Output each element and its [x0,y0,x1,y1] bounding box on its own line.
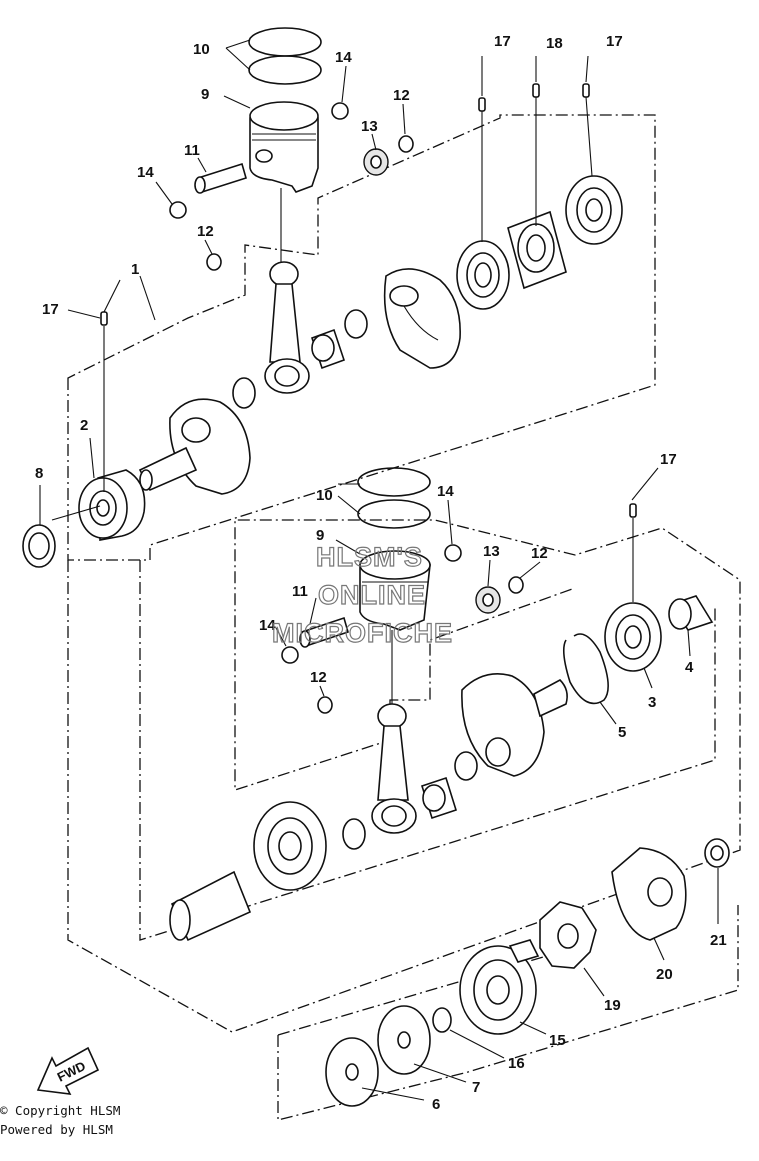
callout-14-lower-left: 14 [259,617,276,634]
callout-8: 8 [35,465,43,482]
callout-14-upper-right: 14 [335,49,352,66]
callout-21: 21 [710,932,727,949]
callout-15: 15 [549,1032,566,1049]
upper-assembly-boundary [67,114,656,561]
watermark-line-3: MICROFICHE [272,618,453,648]
crank-bushing-upper [310,328,346,370]
callout-12-upper-right: 12 [393,87,410,104]
watermark-line-1: HLSM'S [316,542,423,572]
washer-lower-b [317,696,333,714]
crank-web-upper-left [138,398,251,495]
bearing-upper-right [565,175,623,245]
seal-ring-upper-left [232,377,256,409]
crank-web-lower-right [461,673,568,777]
watermark: HLSM'S ONLINE MICROFICHE [271,541,453,648]
forward-arrow-icon: FWD [36,1046,100,1095]
callout-16: 16 [508,1055,525,1072]
bearing-lower-left [253,801,327,891]
piston-rings-upper [248,27,322,85]
callout-11-upper: 11 [184,142,200,159]
callout-9-lower: 9 [316,527,324,544]
piston-rings-lower [357,467,431,529]
crank-bushing-lower [421,776,457,820]
callout-17-left: 17 [42,301,59,318]
main-bearing-2 [78,469,146,541]
bearing-upper-mid [456,240,510,310]
connecting-rod-lower [371,630,417,834]
callout-2: 2 [80,417,88,434]
callout-1: 1 [131,261,139,278]
piston-lower [359,550,431,631]
callout-14-upper-left: 14 [137,164,154,181]
copyright-text: © Copyright HLSM [0,1103,121,1118]
callout-labels: 10 9 14 12 13 11 14 12 1 17 17 18 17 2 8… [35,33,727,1113]
callout-14-lower-right: 14 [437,483,454,500]
lower-assembly-boundary [67,519,741,1033]
crank-shaft-end [169,870,252,942]
washer-upper-b [206,253,222,271]
needle-bearing-upper [363,148,389,176]
seal-ring-lower-left [342,818,366,850]
powered-by-text: Powered by HLSM [0,1122,113,1137]
clip-upper-right [331,102,349,120]
impeller-group-boundary [277,905,739,1121]
callout-11-lower: 11 [292,583,308,600]
callout-12-upper-left: 12 [197,223,214,240]
seal-ring-upper-right [344,309,368,339]
callout-20: 20 [656,966,673,983]
crank-web-upper-right [383,268,461,369]
needle-bearing-lower [475,586,501,614]
connecting-rod-upper [264,188,310,394]
callout-6: 6 [432,1096,440,1113]
plate-7 [377,1005,431,1075]
o-ring-16 [432,1007,452,1033]
washer-upper-a [398,135,414,153]
callout-13-upper: 13 [361,118,378,135]
clip-upper-left [169,201,187,219]
callout-17-top-a: 17 [494,33,511,50]
labyrinth-seal-upper [507,210,567,290]
clip-lower-left [281,646,299,664]
callout-10-upper: 10 [193,41,210,58]
callout-10-lower: 10 [316,487,333,504]
callout-18: 18 [546,35,563,52]
circlip-5 [562,633,609,705]
lower-inner-boundary [139,560,716,941]
callout-12-lower-left: 12 [310,669,327,686]
seal-ring-lower-right [454,751,478,781]
callout-7: 7 [472,1079,480,1096]
callout-13-lower: 13 [483,543,500,560]
oil-seal-8 [22,524,56,568]
callout-17-right: 17 [660,451,677,468]
piston-pin-lower [299,616,349,648]
coupling-15 [459,939,540,1035]
callout-3: 3 [648,694,656,711]
washer-21 [704,838,730,868]
collar-4 [668,595,714,631]
plate-6 [325,1037,379,1107]
watermark-line-2: ONLINE [318,580,426,610]
callout-12-lower-right: 12 [531,545,548,562]
callout-19: 19 [604,997,621,1014]
damper-19 [539,901,597,969]
coupling-20 [611,847,687,941]
leader-lines [39,39,719,1101]
washer-lower-a [508,576,524,594]
piston-pin-upper [194,162,247,194]
callout-4: 4 [685,659,694,676]
callout-17-top-b: 17 [606,33,623,50]
bearing-3 [604,602,662,672]
callout-9-upper: 9 [201,86,209,103]
piston-upper [249,101,319,193]
clip-lower-right [444,544,462,562]
callout-5: 5 [618,724,626,741]
